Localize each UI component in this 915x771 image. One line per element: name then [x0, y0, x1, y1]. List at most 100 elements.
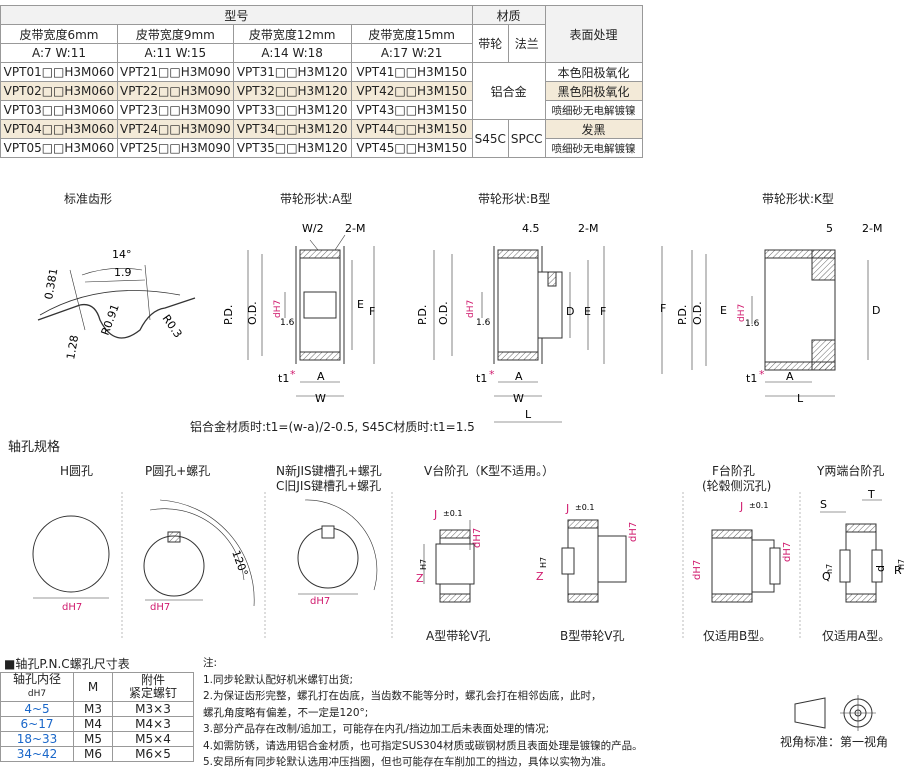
t1-note: 铝合金材质时:t1=(w-a)/2-0.5, S45C材质时:t1=1.5 [190, 420, 475, 434]
dim-2m-b: 2-M [578, 222, 598, 235]
note-line: 2.为保证齿形完整，螺孔打在齿底，当齿数不能等分时，螺孔会打在相邻齿底，此时， [203, 690, 602, 702]
pulley-drawings: 14° 1.9 0.381 R0.91 R0.3 1.28 W/2 2-M P.… [37, 222, 882, 423]
model-cell: VPT23□□H3M090 [117, 100, 234, 120]
dim-w-b: W [513, 392, 524, 405]
model-cell: VPT02□□H3M060 [0, 81, 118, 101]
header-surface: 表面处理 [544, 5, 643, 63]
dim-od-k: O.D. [691, 301, 704, 325]
type-k-title: 带轮形状:K型 [762, 192, 834, 206]
type-k-drawing [661, 246, 869, 397]
model-cell: VPT04□□H3M060 [0, 119, 118, 139]
vb-zh7: H7 [539, 557, 548, 568]
y-d: d [874, 565, 887, 572]
caption-a-only: 仅适用A型。 [822, 629, 891, 643]
model-cell: VPT25□□H3M090 [117, 138, 234, 158]
v-z: Z [416, 572, 424, 585]
y-rh7: H7 [897, 559, 906, 570]
col-width: 皮带宽度9mm [117, 24, 234, 44]
model-cell: VPT42□□H3M150 [350, 81, 473, 101]
shaft-f-note: (轮毂侧沉孔) [702, 479, 772, 493]
shaft-v: V台阶孔（K型不适用。） [424, 464, 555, 478]
tooth-profile-drawing [37, 264, 196, 339]
bolt-h-screw-label: 附件 [140, 673, 165, 687]
model-cell: VPT32□□H3M120 [232, 81, 352, 101]
f-j: J [739, 500, 743, 513]
h-dh7: dH7 [62, 602, 82, 613]
dim-f-a: F [369, 305, 375, 318]
surface-cell: 喷细砂无电解镀镍 [544, 100, 643, 120]
star-a: * [290, 368, 296, 381]
col-aw: A:11 W:15 [117, 43, 234, 63]
model-cell: VPT34□□H3M120 [232, 119, 352, 139]
v-dh7: dH7 [472, 528, 483, 548]
dim-pd-b: P.D. [416, 305, 429, 325]
y-r: R [894, 564, 902, 577]
col-aw: A:17 W:21 [350, 43, 473, 63]
material-al: 铝合金 [471, 62, 546, 120]
dim-a-k: A [786, 370, 794, 383]
f-dh7-2: dH7 [782, 542, 793, 562]
v-j01: ±0.1 [443, 509, 462, 518]
type-a-title: 带轮形状:A型 [280, 192, 353, 206]
dim-t1-a: t1 [278, 372, 289, 385]
bolt-h-m: M [73, 672, 113, 702]
dim-r03: R0.3 [160, 312, 185, 340]
model-cell: VPT01□□H3M060 [0, 62, 118, 82]
dim-f-k: F [660, 302, 666, 315]
bolt-h-dia-label: 轴孔内径 [12, 672, 61, 686]
note-line: 螺孔角度略有偏差，不一定是120°; [203, 706, 369, 719]
f-j01: ±0.1 [749, 501, 768, 510]
vb-j: J [565, 502, 569, 515]
y-s: S [820, 498, 827, 511]
notes-title: 注: [203, 657, 218, 669]
dim-d-k: D [872, 304, 880, 317]
model-cell: VPT21□□H3M090 [117, 62, 234, 82]
note-line: 4.如需防锈，请选用铝合金材质，也可指定SUS304材质或碳钢材质且表面处理是镀… [203, 739, 643, 752]
col-width: 皮带宽度12mm [232, 24, 352, 44]
bolt-h-screw-sub: 紧定螺钉 [128, 686, 177, 700]
dim-d-b: D [566, 305, 574, 318]
view-standard-icon [794, 695, 876, 731]
vb-dh7: dH7 [628, 522, 639, 542]
material-spcc: SPCC [507, 119, 546, 158]
v-zh7: H7 [419, 559, 428, 570]
shaft-f: F台阶孔 [712, 464, 755, 478]
header-model: 型号 [0, 5, 473, 25]
model-cell: VPT43□□H3M150 [350, 100, 473, 120]
bolt-dia: 34~42 [0, 746, 74, 762]
dim-r091: R0.91 [99, 302, 122, 337]
mat-pulley: 带轮 [471, 24, 509, 63]
surface-cell: 本色阳极氧化 [544, 62, 643, 82]
type-b-title: 带轮形状:B型 [478, 192, 551, 206]
shaft-y: Y两端台阶孔 [817, 464, 885, 478]
dim-2m-k: 2-M [862, 222, 882, 235]
dim-2m-a: 2-M [345, 222, 365, 235]
model-cell: VPT05□□H3M060 [0, 138, 118, 158]
dim-od-b: O.D. [437, 301, 450, 325]
dim-128: 1.28 [64, 334, 81, 360]
model-cell: VPT24□□H3M090 [117, 119, 234, 139]
note-line: 1.同步轮默认配好机米螺钉出货; [203, 673, 354, 686]
col-width: 皮带宽度15mm [350, 24, 473, 44]
dim-dh7-k: dH7 [737, 304, 747, 322]
model-cell: VPT33□□H3M120 [232, 100, 352, 120]
caption-av: A型带轮V孔 [426, 629, 491, 643]
vb-j01: ±0.1 [575, 503, 594, 512]
dim-a-b: A [515, 370, 523, 383]
y-t: T [867, 490, 875, 501]
bolt-m: M6 [73, 746, 113, 762]
surface-cell: 黑色阳极氧化 [544, 81, 643, 101]
note-line: 3.部分产品存在改制/追加工，可能存在内孔/挡边加工后未表面处理的情况; [203, 723, 550, 735]
dim-w-a: W [315, 392, 326, 405]
notes: 注: 1.同步轮默认配好机米螺钉出货; 2.为保证齿形完整，螺孔打在齿底，当齿数… [203, 655, 643, 771]
shaft-n: N新JIS键槽孔+螺孔 [276, 464, 382, 478]
bolt-screw: M5×4 [112, 731, 194, 747]
col-aw: A:14 W:18 [232, 43, 352, 63]
model-cell: VPT31□□H3M120 [232, 62, 352, 82]
bolt-screw: M6×5 [112, 746, 194, 762]
rough-a: 1.6 [280, 318, 295, 328]
bolt-m: M4 [73, 716, 113, 732]
f-dh7: dH7 [692, 560, 703, 580]
vb-z: Z [536, 570, 544, 583]
bolt-screw: M4×3 [112, 716, 194, 732]
